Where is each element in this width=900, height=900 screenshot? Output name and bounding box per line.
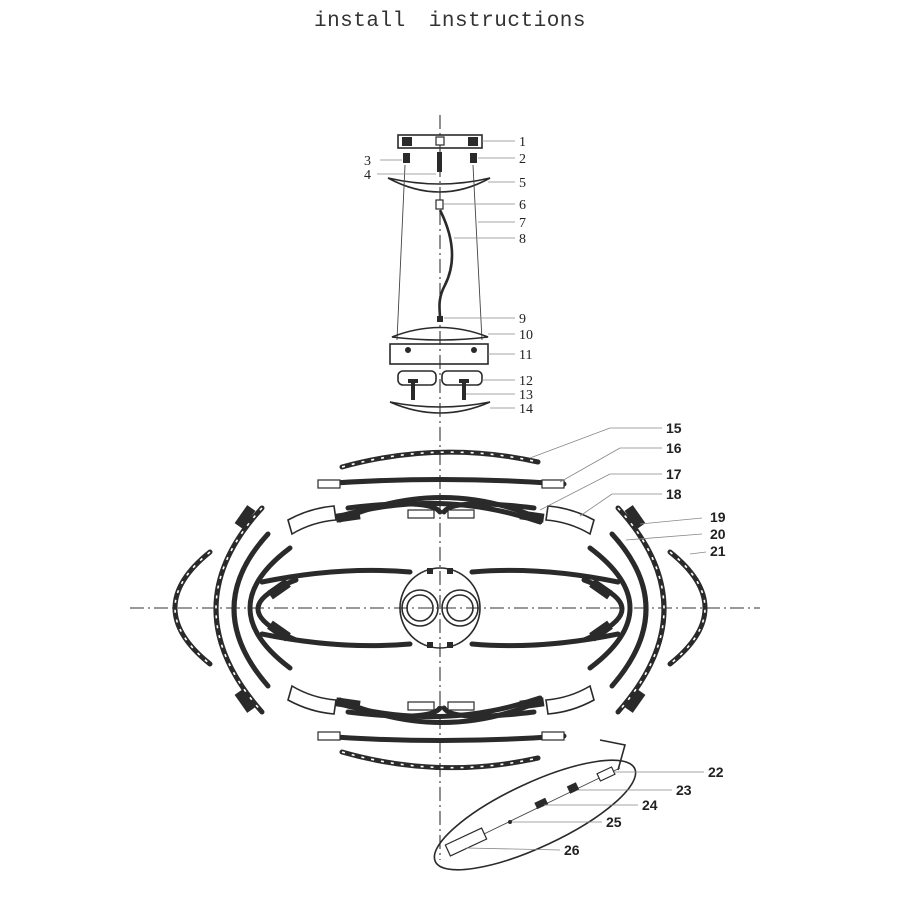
bolt-part [411,380,415,400]
canopy-dome-part [387,177,491,193]
callout-labels: 1 2 3 4 5 6 7 8 9 10 11 12 13 14 15 16 1… [364,135,726,858]
power-cable-part [438,209,454,319]
callout-13: 13 [519,388,533,403]
callout-18: 18 [666,486,682,502]
clamp-plate-part [397,370,437,386]
callout-16: 16 [666,440,682,456]
callout-20: 20 [710,526,726,542]
callout-24: 24 [642,797,658,813]
bottom-plate-part [389,401,491,414]
callout-14: 14 [519,402,533,417]
arm-15-bottom [339,749,541,771]
lower-cover-part [391,326,489,341]
light-arms-assembly [172,449,708,771]
callout-3: 3 [364,154,371,169]
callout-19: 19 [710,509,726,525]
callout-10: 10 [519,328,533,343]
ceiling-bracket-part [397,134,483,149]
callout-5: 5 [519,176,526,191]
callout-4: 4 [364,168,371,183]
arm-21-left [172,549,213,667]
canopy-assembly [387,134,491,414]
callout-21: 21 [710,543,726,559]
callout-15: 15 [666,420,682,436]
center-hub [399,567,481,649]
callout-23: 23 [676,782,692,798]
arm-20-right [609,531,649,689]
page-title: install instructions [313,10,587,33]
callout-11: 11 [519,348,532,363]
callout-6: 6 [519,198,526,213]
callout-26: 26 [564,842,580,858]
callout-22: 22 [708,764,724,780]
driver-box-part [389,343,489,365]
arm-21-right [667,549,708,667]
callout-9: 9 [519,312,526,327]
callout-2: 2 [519,152,526,167]
callout-1: 1 [519,135,526,150]
callout-7: 7 [519,216,526,231]
callout-25: 25 [606,814,622,830]
mounting-screw-part [403,153,410,163]
arm-15-top [339,449,541,470]
leader-lines [377,140,707,851]
detail-callout [433,739,637,871]
callout-12: 12 [519,374,533,389]
callout-17: 17 [666,466,682,482]
callout-8: 8 [519,232,526,247]
